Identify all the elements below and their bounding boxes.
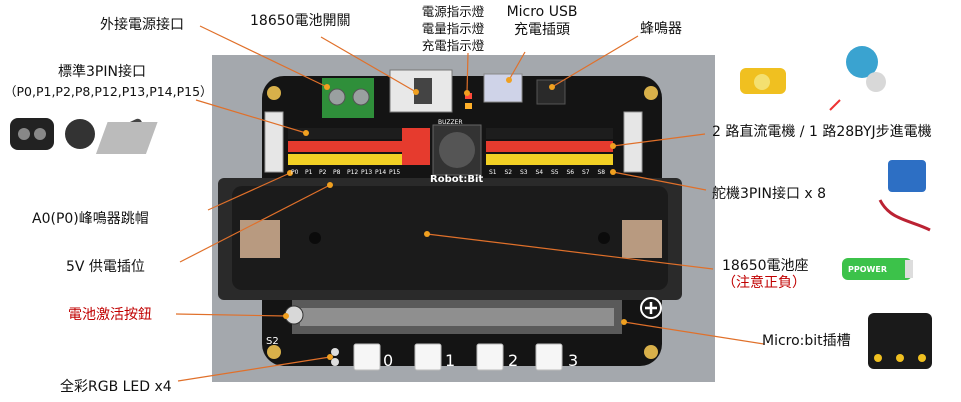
pin-label: S6 (567, 169, 575, 176)
micro-usb-port (483, 73, 523, 103)
right-pin-header (486, 128, 613, 165)
pin-label: P14 (375, 169, 386, 176)
label-external-power: 外接電源接口 (100, 17, 184, 33)
led-number-3: 3 (568, 351, 578, 370)
motor-photos (740, 46, 886, 111)
label-rgb-led: 全彩RGB LED x4 (60, 379, 172, 395)
label-buzzer: 蜂鳴器 (640, 21, 682, 37)
ic-chip (536, 79, 566, 105)
led-number-2: 2 (508, 351, 518, 370)
battery-contact (240, 220, 280, 258)
mount-hole (267, 345, 281, 359)
pin-label: S8 (598, 169, 606, 176)
label-micro-usb: Micro USB (506, 4, 578, 20)
label-power-led: 電源指示燈 (421, 4, 485, 19)
pin-label: S2 (505, 169, 513, 176)
left-side-connector (264, 111, 284, 173)
label-charge-level-led: 電量指示燈 (421, 21, 485, 36)
pin-label: S4 (536, 169, 544, 176)
label-battery-switch: 18650電池開關 (250, 13, 351, 29)
pointer-lines (175, 25, 765, 382)
pointer-dots (283, 77, 627, 360)
led-number-0: 0 (383, 351, 393, 370)
pin-label: P12 (347, 169, 358, 176)
microbit-photo (868, 313, 932, 369)
label-charging-led: 充電指示燈 (421, 38, 485, 53)
servo-photo (878, 160, 931, 232)
mount-hole (267, 86, 281, 100)
label-standard-3pin: 標準3PIN接口 (58, 64, 146, 80)
rgb-leds (331, 343, 563, 371)
pin-label: S7 (582, 169, 590, 176)
label-dc-motor: 2 路直流電機 / 1 路28BYJ步進電機 (712, 124, 932, 140)
label-5v-supply: 5V 供電插位 (66, 259, 145, 275)
pin-label: P1 (305, 169, 313, 176)
mount-hole (644, 345, 658, 359)
buzzer-silk: BUZZER (438, 119, 463, 126)
label-polarity-note: （注意正負） (722, 275, 806, 291)
right-pin-labels: S1 S2 S3 S4 S5 S6 S7 S8 (489, 169, 605, 176)
pin-label: S1 (489, 169, 497, 176)
pin-label: P15 (389, 169, 400, 176)
pin-label: P8 (333, 169, 341, 176)
label-activate-button: 電池激活按鈕 (68, 307, 152, 323)
led-number-1: 1 (445, 351, 455, 370)
board-name: Robot:Bit (430, 174, 483, 185)
pin-label: S5 (551, 169, 559, 176)
pin-label: S3 (520, 169, 528, 176)
left-pin-header (288, 128, 430, 165)
sensor-photos (10, 118, 158, 154)
label-standard-3pin-list: （P0,P1,P2,P8,P12,P13,P14,P15） (4, 84, 213, 99)
power-led (465, 93, 472, 99)
label-a0-jumper: A0(P0)峰鳴器跳帽 (32, 211, 149, 227)
corner-label: S2 (266, 336, 279, 347)
pin-label: P0 (291, 169, 299, 176)
label-microbit-slot: Micro:bit插槽 (762, 333, 851, 349)
label-battery-holder: 18650電池座 (722, 258, 809, 274)
pin-label: P13 (361, 169, 372, 176)
pin-label: P2 (319, 169, 327, 176)
label-servo-3pin: 舵機3PIN接口 x 8 (712, 186, 827, 202)
battery-contact (622, 220, 662, 258)
battery-photo (842, 258, 913, 280)
mount-hole (644, 86, 658, 100)
label-charging-plug: 充電插頭 (514, 22, 570, 38)
board-silkscreen: Robot:Bit BUZZER S2 0 1 2 3 PPOWER (266, 119, 887, 370)
battery-brand: PPOWER (848, 265, 887, 274)
